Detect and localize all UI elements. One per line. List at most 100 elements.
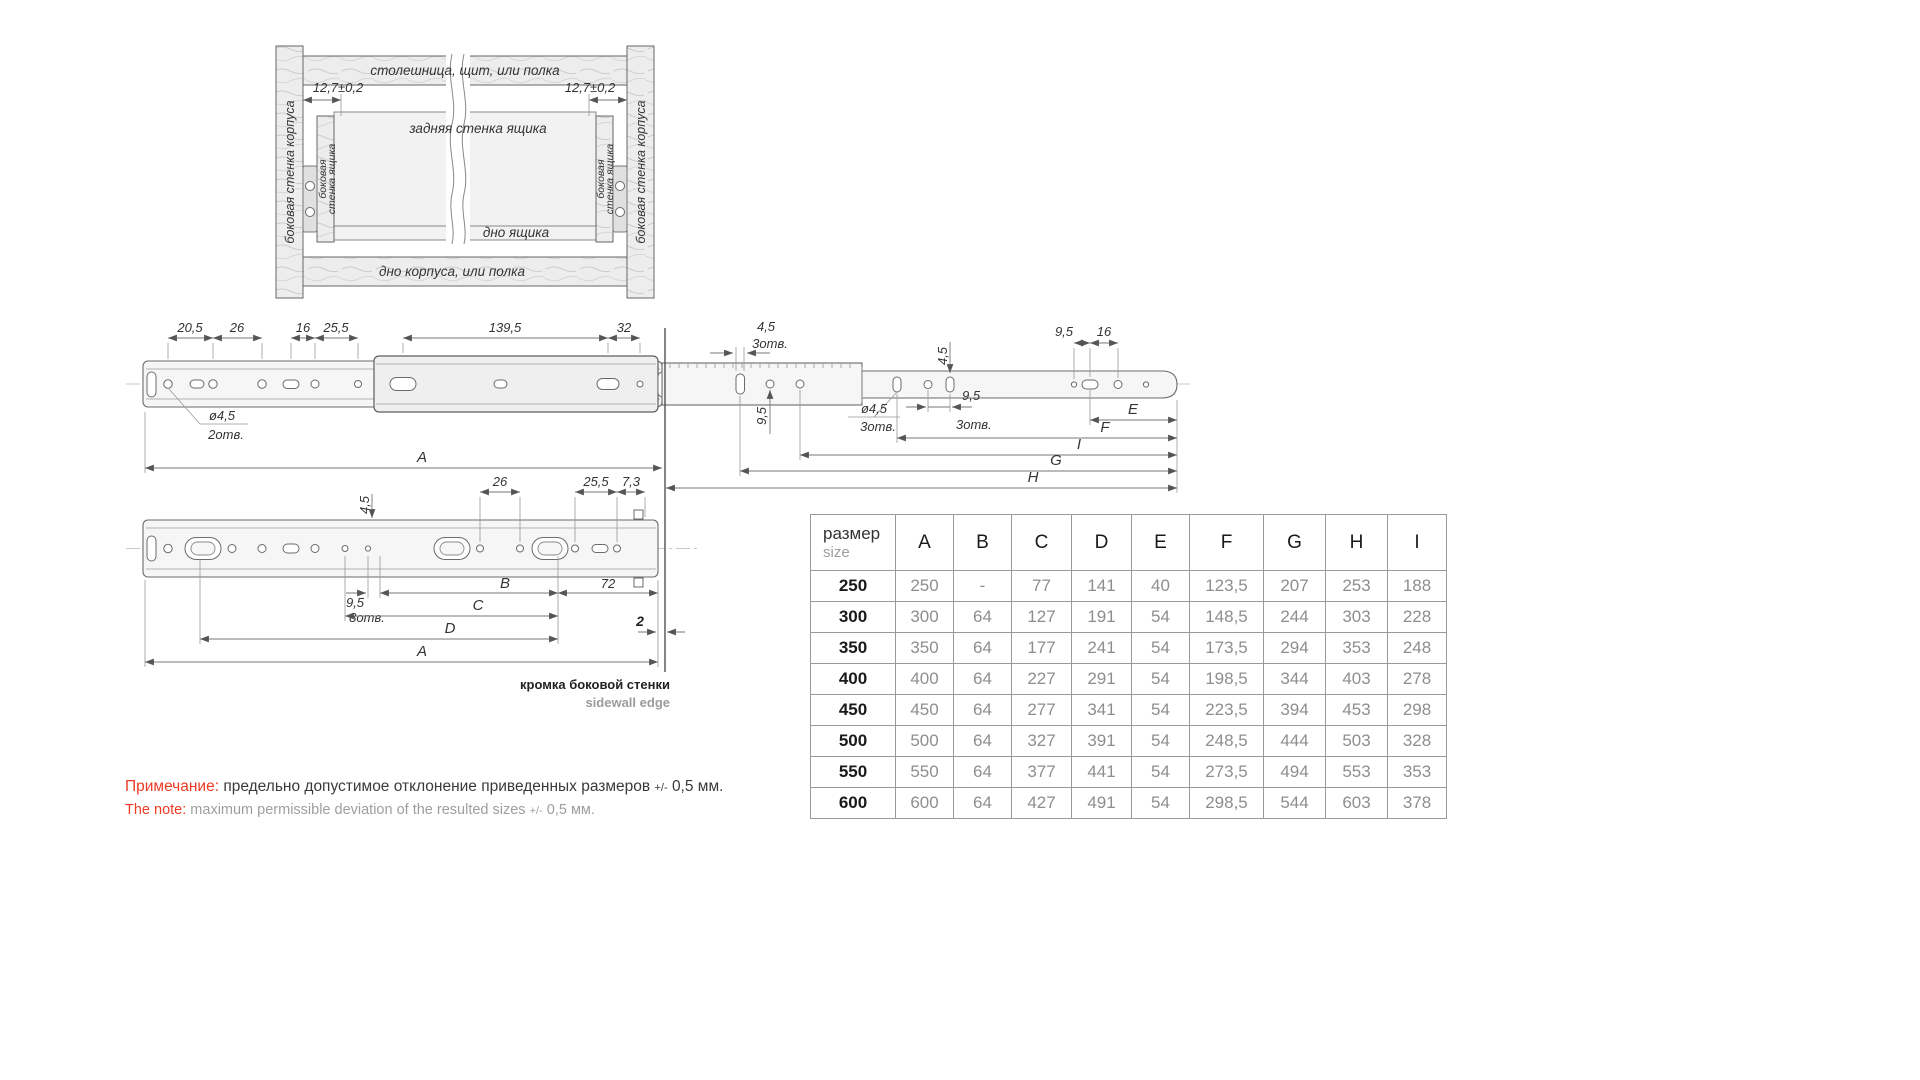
- slide-bottom-view: 4,5 26 25,5 7,3 9,5 8отв. B 72: [126, 474, 700, 667]
- table-cell: 427: [1011, 787, 1072, 819]
- dimension-C: C: [344, 556, 558, 621]
- dim-offset-left: 12,7±0,2: [313, 80, 364, 95]
- table-cell: 494: [1263, 756, 1326, 788]
- dim-25-5: 25,5: [322, 320, 349, 335]
- table-cell: 191: [1071, 601, 1132, 633]
- dimension-top-right: 9,5 16: [1055, 324, 1119, 379]
- callout-holes-3: ø4,5 3отв.: [848, 391, 900, 434]
- dimension-drawer-offset-left: 12,7±0,2: [303, 80, 364, 116]
- note: Примечание: предельно допустимое отклоне…: [125, 776, 723, 822]
- dim-E: E: [1128, 401, 1139, 418]
- table-cell: 248: [1387, 632, 1447, 664]
- dim-26: 26: [229, 320, 245, 335]
- sidewall-edge: 2 кромка боковой стенки sidewall edge: [520, 328, 685, 710]
- label-top-board: столешница, щит, или полка: [370, 63, 560, 78]
- table-cell: 600: [895, 787, 954, 819]
- size-value: 500: [810, 725, 896, 757]
- table-cell: 64: [953, 632, 1012, 664]
- note-en-label: The note:: [125, 802, 187, 818]
- dim-A-bottom: A: [416, 643, 427, 660]
- dim-32: 32: [617, 320, 632, 335]
- dim-v-4-5-bottom: 4,5: [357, 495, 372, 514]
- dim-slot-count: 3отв.: [752, 336, 788, 351]
- dimension-pitch: 9,5 3отв.: [906, 388, 992, 432]
- dim-offset-right: 12,7±0,2: [565, 80, 616, 95]
- latch-bracket-3: [531, 537, 569, 560]
- dimension-26-bottom: 26: [479, 474, 521, 542]
- size-value: 550: [810, 756, 896, 788]
- table-cell: 54: [1131, 756, 1190, 788]
- table-cell: -: [953, 570, 1012, 602]
- mount-tab-bottom: [633, 577, 644, 588]
- label-drawer-side-left-2: стенка ящика: [326, 144, 338, 215]
- label-bottom-board: дно корпуса, или полка: [379, 264, 525, 279]
- size-value: 600: [810, 787, 896, 819]
- dim-20-5: 20,5: [176, 320, 203, 335]
- dim-A-top: A: [416, 449, 427, 466]
- dim-slot-4-5: 4,5: [757, 319, 776, 334]
- table-cell: 550: [895, 756, 954, 788]
- dim-C: C: [473, 597, 484, 614]
- cabinet-section-diagram: 12,7±0,2 12,7±0,2 столешница, щит, или п…: [275, 45, 655, 299]
- slide-top-view: 20,5 26 16 25,5 139,5 32 ø4,5 2отв. 4,5 …: [126, 319, 1192, 493]
- table-cell: 127: [1011, 601, 1072, 633]
- dim-gap-2: 2: [635, 613, 644, 629]
- table-cell: 64: [953, 694, 1012, 726]
- table-cell: 491: [1071, 787, 1132, 819]
- table-cell: 241: [1071, 632, 1132, 664]
- table-cell: 603: [1325, 787, 1388, 819]
- column-header-A: A: [895, 514, 954, 571]
- callout-holes-2: ø4,5 2отв.: [168, 388, 248, 442]
- table-cell: 441: [1071, 756, 1132, 788]
- table-cell: 403: [1325, 663, 1388, 695]
- intermediate-rail: [661, 362, 863, 406]
- dim-v-4-5: 4,5: [935, 346, 950, 365]
- label-cabinet-side-left: боковая стенка корпуса: [283, 100, 297, 243]
- table-cell: 173,5: [1189, 632, 1264, 664]
- dim-G: G: [1050, 452, 1062, 469]
- dim-pitch-count: 3отв.: [956, 417, 992, 432]
- table-cell: 377: [1011, 756, 1072, 788]
- table-cell: 278: [1387, 663, 1447, 695]
- cabinet-right-wall: [626, 45, 655, 299]
- label-rear-wall: задняя стенка ящика: [408, 121, 547, 136]
- table-cell: 64: [953, 601, 1012, 633]
- cabinet-left-wall: [275, 45, 304, 299]
- table-cell: 54: [1131, 601, 1190, 633]
- note-ru-text: предельно допустимое отклонение приведен…: [223, 778, 651, 795]
- slide-hardware-right: [612, 165, 628, 233]
- note-en-text: maximum permissible deviation of the res…: [190, 802, 526, 818]
- table-cell: 328: [1387, 725, 1447, 757]
- callout-holes3-dia: ø4,5: [861, 401, 888, 416]
- size-value: 450: [810, 694, 896, 726]
- dim-D: D: [445, 620, 456, 637]
- table-cell: 54: [1131, 725, 1190, 757]
- table-cell: 500: [895, 725, 954, 757]
- dimension-vertical-9-5: 9,5: [754, 390, 774, 434]
- dimension-vertical-4-5: 4,5: [935, 342, 954, 373]
- size-value: 300: [810, 601, 896, 633]
- dim-B: B: [500, 575, 510, 592]
- column-header-D: D: [1071, 514, 1132, 571]
- dim-pitch: 9,5: [962, 388, 981, 403]
- dimension-D: D: [199, 560, 558, 644]
- table-cell: 553: [1325, 756, 1388, 788]
- label-drawer-side-left-1: боковая: [317, 159, 329, 199]
- table-cell: 353: [1325, 632, 1388, 664]
- table-cell: 123,5: [1189, 570, 1264, 602]
- note-ru-tolerance: +/-: [654, 782, 668, 794]
- table-cell: 244: [1263, 601, 1326, 633]
- column-header-B: B: [953, 514, 1012, 571]
- column-header-F: F: [1189, 514, 1264, 571]
- latch-bracket-2: [433, 537, 471, 560]
- table-cell: 207: [1263, 570, 1326, 602]
- table-cell: 223,5: [1189, 694, 1264, 726]
- table-cell: 450: [895, 694, 954, 726]
